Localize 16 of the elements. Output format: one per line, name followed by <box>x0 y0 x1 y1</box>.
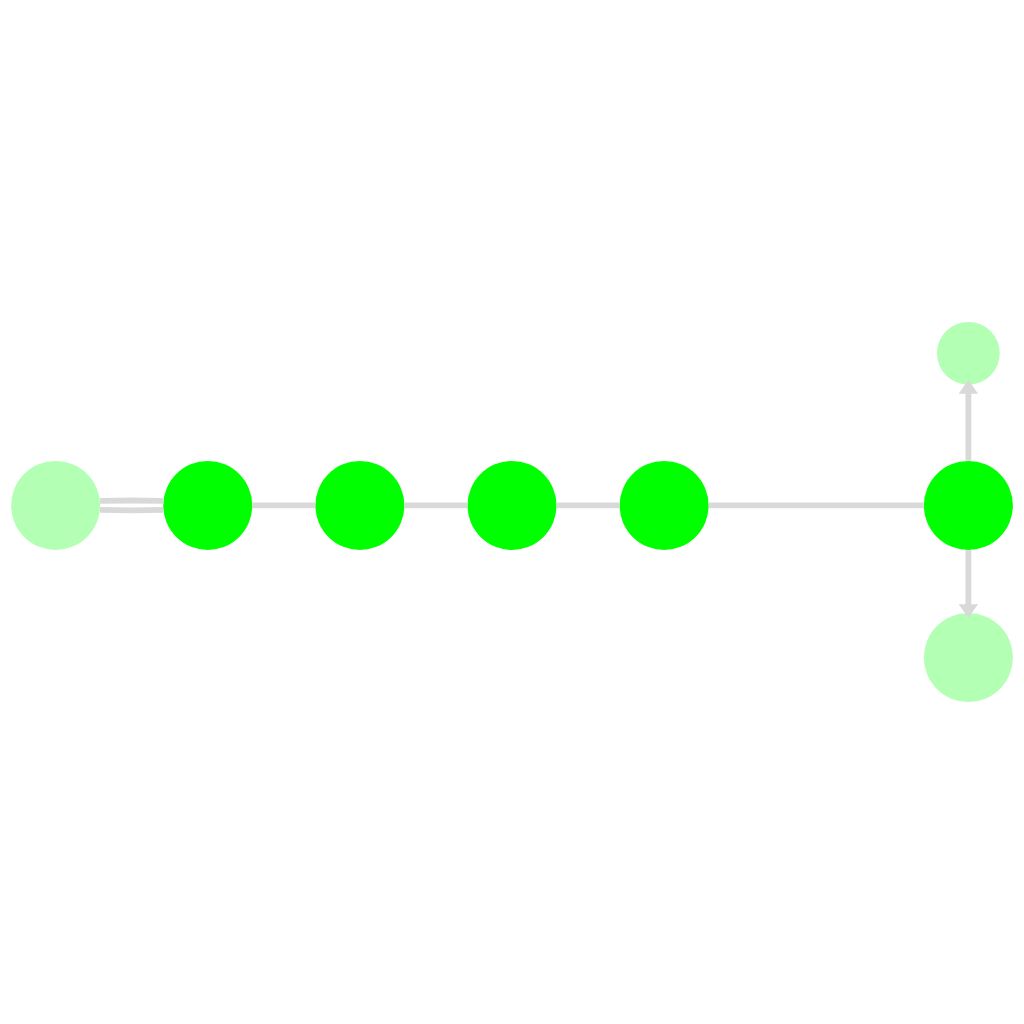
connector <box>99 507 164 514</box>
connector <box>99 497 164 504</box>
node-circle <box>467 460 557 550</box>
connector <box>252 502 316 509</box>
arrow <box>958 550 979 619</box>
connector <box>404 502 468 509</box>
connector <box>708 502 924 509</box>
node-circle <box>163 460 253 550</box>
node-circle <box>923 460 1013 550</box>
node-circle <box>11 460 101 550</box>
node-circle <box>937 321 1000 385</box>
arrow <box>958 379 979 461</box>
node-circle <box>315 460 405 550</box>
node-circle <box>923 613 1013 703</box>
connector <box>556 502 620 509</box>
node-circle <box>619 460 709 550</box>
